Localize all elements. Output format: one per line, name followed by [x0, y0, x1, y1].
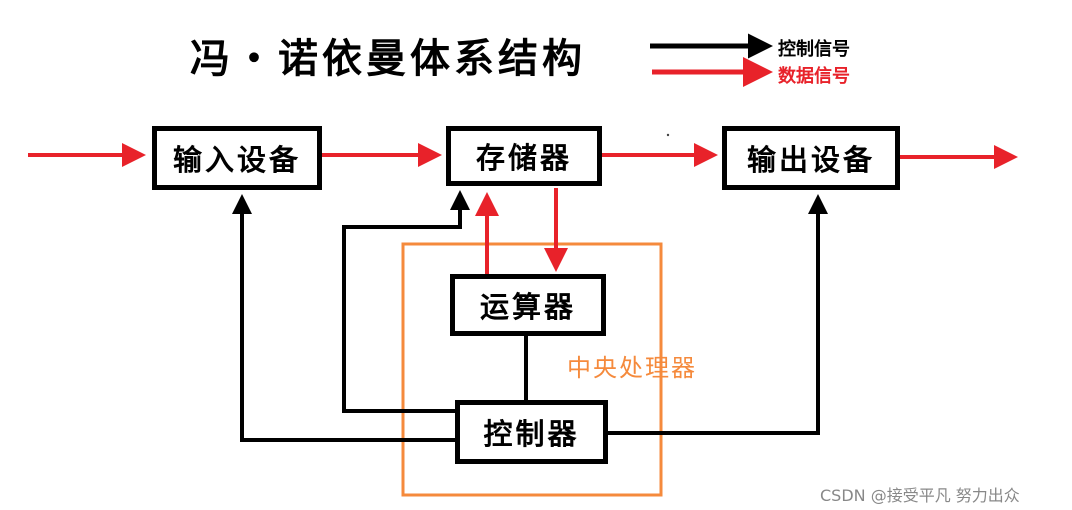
- legend-data-label: 数据信号: [778, 66, 850, 87]
- arrow-controller-to-memory: [342, 190, 470, 413]
- diagram-title: 冯・诺依曼体系结构: [190, 35, 586, 82]
- arrow-controller-to-output: [606, 194, 828, 435]
- legend-control-label: 控制信号: [778, 39, 850, 60]
- arrow-controller-to-input: [232, 194, 456, 442]
- alu-box: 运算器: [450, 274, 606, 336]
- input-device-box: 输入设备: [152, 126, 322, 190]
- watermark: CSDN @接受平凡 努力出众: [820, 486, 1020, 505]
- cpu-label: 中央处理器: [567, 354, 697, 382]
- controller-box: 控制器: [455, 400, 608, 464]
- stray-dot: [666, 133, 670, 137]
- output-device-box: 输出设备: [722, 126, 900, 190]
- cpu-boundary: [401, 242, 663, 497]
- memory-box: 存储器: [446, 126, 602, 186]
